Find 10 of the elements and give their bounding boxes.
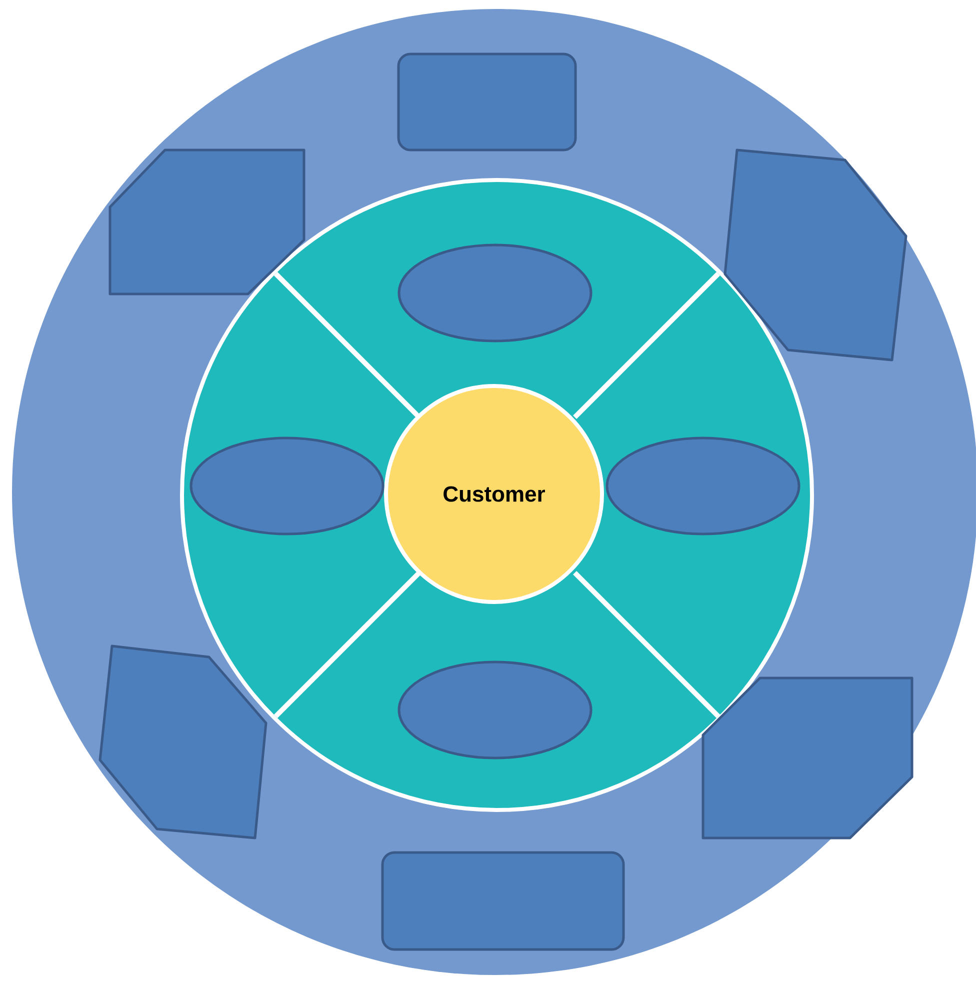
rounded-box [381, 851, 625, 951]
ellipse [606, 436, 800, 536]
ellipse [190, 436, 384, 536]
ellipse [398, 244, 592, 342]
hexagon [702, 676, 914, 840]
hexagon [724, 148, 908, 362]
hexagon [98, 644, 268, 840]
ellipse [398, 660, 592, 760]
hexagon [108, 148, 306, 296]
rounded-box [397, 52, 577, 152]
